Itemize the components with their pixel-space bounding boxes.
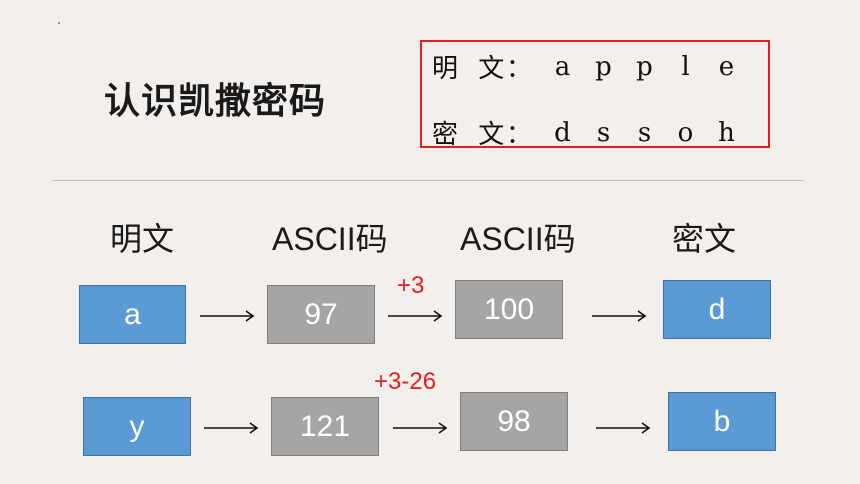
plaintext-label: 明 文 [432,54,511,84]
plaintext-char: e [718,51,735,82]
divider [52,180,804,181]
plaintext-char: p [636,51,653,82]
ciphertext-char: s [596,117,611,148]
arrow-icon [388,310,443,322]
colon: ： [505,120,532,150]
plaintext-example-row: 明 文 ： a p p l e [432,48,747,85]
plaintext-char: l [681,51,690,82]
arrow-icon [204,422,259,434]
shifted-ascii-box: 98 [460,392,568,451]
ciphertext-char: o [677,117,694,148]
ciphertext-box: d [663,280,771,339]
shift-label: +3 [397,272,425,299]
ascii-header: ASCII码 [272,221,388,257]
ciphertext-header: 密文 [672,221,737,257]
shift-label: +3-26 [374,368,437,395]
plaintext-char: a [554,51,571,82]
arrow-icon [200,310,255,322]
page-title: 认识凯撒密码 [104,81,327,122]
arrow-icon [592,310,647,322]
plaintext-char: p [595,51,612,82]
example-box: 明 文 ： a p p l e 密 文 ： d s s o h [420,40,770,151]
decorative-dot [58,22,60,24]
ciphertext-example-row: 密 文 ： d s s o h [432,114,747,151]
shifted-ascii-box: 100 [455,280,563,339]
ascii-box: 97 [267,285,375,344]
ciphertext-char: h [718,117,735,148]
ciphertext-char: d [554,117,571,148]
ciphertext-char: s [637,117,652,148]
shifted-ascii-header: ASCII码 [460,221,576,257]
ascii-box: 121 [271,397,379,456]
arrow-icon [596,422,651,434]
ciphertext-box: b [668,392,776,451]
plaintext-header: 明文 [110,221,175,257]
plaintext-box: a [79,285,186,344]
arrow-icon [393,422,448,434]
plaintext-box: y [83,397,191,456]
colon: ： [505,54,532,84]
ciphertext-label: 密 文 [432,120,511,150]
